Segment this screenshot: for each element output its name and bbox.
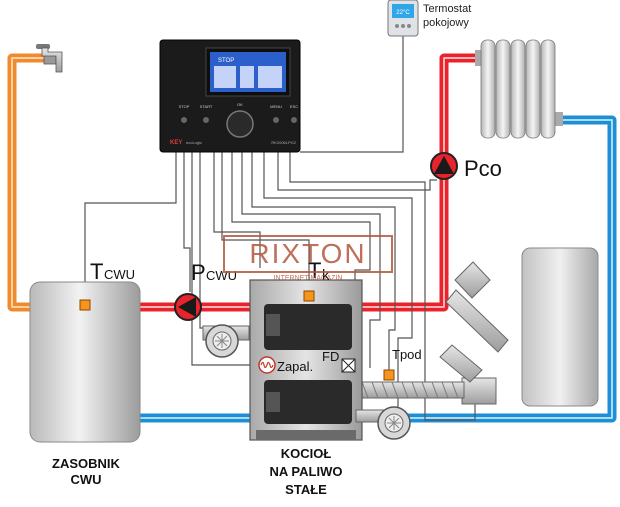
label-tcwu-main: T xyxy=(90,259,103,284)
label-fd: FD xyxy=(322,349,339,364)
return-pipe xyxy=(140,115,617,423)
pump-cwu xyxy=(174,293,202,321)
label-tk-main: T xyxy=(308,258,321,283)
radiator xyxy=(475,39,563,139)
thermostat-label-line2: pokojowy xyxy=(423,17,469,29)
caption-tank-line1: ZASOBNIK xyxy=(52,456,121,471)
controller-btn-stop: STOP xyxy=(179,104,190,109)
wiring xyxy=(84,36,476,421)
label-tpod: Tpod xyxy=(392,347,422,362)
boiler xyxy=(249,279,363,441)
controller-unit: STOP STOP START OK MENU ESC KEY ecoLogic… xyxy=(159,39,301,153)
thermostat-label-line1: Termostat xyxy=(423,3,471,15)
fd-sensor-icon xyxy=(341,358,356,373)
caption-boiler-line2: NA PALIWO xyxy=(270,464,343,479)
boiler-door-lower xyxy=(264,380,352,424)
caption-boiler-line1: KOCIOŁ xyxy=(281,446,332,461)
controller-btn-start: START xyxy=(200,104,213,109)
igniter-icon xyxy=(258,356,276,374)
sensor-tpod xyxy=(383,369,395,381)
fan-blower xyxy=(355,406,411,440)
label-pcwu-sub: CWU xyxy=(206,268,237,283)
controller-model: RK2006LPG2 xyxy=(271,140,296,145)
label-pcwu-main: P xyxy=(191,260,206,285)
sensor-tcwu xyxy=(79,299,91,311)
label-tcwu-sub: CWU xyxy=(104,267,135,282)
dhw-tank xyxy=(29,281,141,443)
controller-screen-text: STOP xyxy=(218,58,234,64)
fuel-feeder xyxy=(355,261,509,405)
label-tk-sub: k xyxy=(322,267,330,284)
rixton-watermark: RIXTON INTERNET-MAGAZIN xyxy=(223,235,393,282)
controller-knob xyxy=(226,110,254,138)
watermark-name: RIXTON xyxy=(249,238,366,269)
watermark-tagline: INTERNET-MAGAZIN xyxy=(274,275,343,282)
controller-subbrand: ecoLogic xyxy=(186,140,202,145)
label-zapal: Zapal. xyxy=(277,359,313,374)
controller-brand: KEY xyxy=(170,140,182,146)
caption-boiler-line3: STAŁE xyxy=(285,482,327,497)
dhw-pipe xyxy=(7,53,46,312)
controller-btn-ok: OK xyxy=(237,102,243,107)
controller-btn-esc: ESC xyxy=(290,104,298,109)
pump-co xyxy=(430,152,458,180)
controller-btn-menu: MENU xyxy=(270,104,282,109)
room-thermostat: 22°C xyxy=(387,0,419,37)
thermostat-display: 22°C xyxy=(396,10,410,16)
fan-dhw-side xyxy=(202,324,250,358)
boiler-door-upper xyxy=(264,304,352,350)
water-tap-icon xyxy=(36,44,63,73)
fuel-silo xyxy=(521,247,599,407)
sensor-tk xyxy=(303,290,315,302)
caption-tank-line2: CWU xyxy=(70,472,101,487)
label-pco: Pco xyxy=(464,156,502,181)
